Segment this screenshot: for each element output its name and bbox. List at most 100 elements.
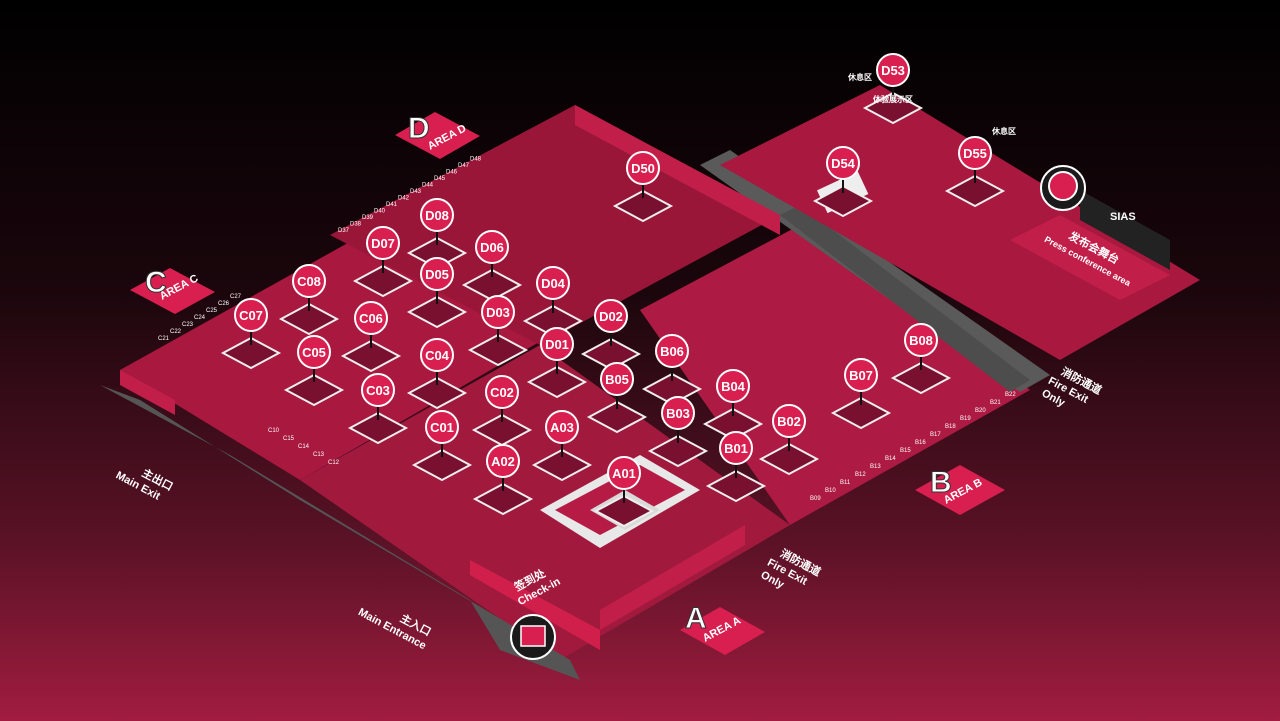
- booth-b08[interactable]: B08: [890, 323, 952, 395]
- booth-frame: [862, 91, 924, 125]
- booth-marker: [626, 151, 660, 185]
- booth-marker: [366, 226, 400, 260]
- stand-b17: B17: [930, 432, 941, 438]
- booth-c02[interactable]: C02: [471, 375, 533, 447]
- floor-area-b: [640, 225, 1030, 525]
- stand-b10: B10: [825, 488, 836, 494]
- booth-frame: [890, 361, 952, 395]
- area-d-letter: D: [408, 112, 430, 145]
- zone-exp: 体验展示区: [873, 94, 913, 104]
- booth-label: B06: [660, 344, 684, 359]
- booth-label: D08: [425, 208, 449, 223]
- booth-b05[interactable]: B05: [586, 362, 648, 434]
- booth-marker: [354, 301, 388, 335]
- booth-c05[interactable]: C05: [283, 335, 345, 407]
- zone-side: 休息区: [991, 126, 1016, 136]
- booth-frame: [593, 494, 655, 528]
- wall-back: [575, 105, 780, 235]
- booth-marker: [481, 295, 515, 329]
- booth-frame: [471, 413, 533, 447]
- booth-a01[interactable]: A01: [593, 456, 655, 528]
- area-d-badge: D AREA D: [395, 112, 480, 159]
- stand-d44: D44: [422, 183, 434, 189]
- booth-c06[interactable]: C06: [340, 301, 402, 373]
- booth-marker: [234, 298, 268, 332]
- stand-c14: C14: [298, 444, 310, 450]
- area-b-letter: B: [930, 466, 952, 499]
- stand-b19: B19: [960, 416, 971, 422]
- booth-label: C08: [297, 274, 321, 289]
- area-c-letter: C: [145, 266, 167, 299]
- stand-c23: C23: [182, 322, 194, 328]
- booth-b04[interactable]: B04: [702, 369, 764, 441]
- booth-marker: [420, 338, 454, 372]
- booth-d06[interactable]: D06: [461, 230, 523, 302]
- booth-b02[interactable]: B02: [758, 404, 820, 476]
- booth-b06[interactable]: B06: [641, 334, 703, 406]
- stand-b13: B13: [870, 464, 881, 470]
- booth-frame: [580, 337, 642, 371]
- booth-frame: [340, 339, 402, 373]
- wall-press: [1080, 190, 1170, 270]
- booth-marker: [536, 266, 570, 300]
- booth-frame: [830, 396, 892, 430]
- booth-marker: [485, 375, 519, 409]
- booth-label: C01: [430, 420, 454, 435]
- booth-marker: [904, 323, 938, 357]
- booth-b03[interactable]: B03: [647, 396, 709, 468]
- booth-d07[interactable]: D07: [352, 226, 414, 298]
- gift-box: [520, 625, 546, 647]
- booth-b07[interactable]: B07: [830, 358, 892, 430]
- booth-d05[interactable]: D05: [406, 257, 468, 329]
- wheel-inner: [1048, 171, 1078, 201]
- stand-d43: D43: [410, 189, 422, 195]
- booth-marker: [876, 53, 910, 87]
- booth-label: B04: [721, 379, 746, 394]
- wall-a-right: [600, 525, 745, 630]
- booth-d03[interactable]: D03: [467, 295, 529, 367]
- booth-label: D50: [631, 161, 655, 176]
- booth-b01[interactable]: B01: [705, 431, 767, 503]
- booth-d54[interactable]: D54: [812, 146, 874, 218]
- booth-c08[interactable]: C08: [278, 264, 340, 336]
- booth-d04[interactable]: D04: [522, 266, 584, 338]
- booth-label: C07: [239, 308, 263, 323]
- booth-c01[interactable]: C01: [411, 410, 473, 482]
- booth-d08[interactable]: D08: [406, 198, 468, 270]
- booth-marker: [826, 146, 860, 180]
- booth-marker: [297, 335, 331, 369]
- booth-c04[interactable]: C04: [406, 338, 468, 410]
- booth-c03[interactable]: C03: [347, 373, 409, 445]
- booth-frame: [812, 184, 874, 218]
- booth-label: B02: [777, 414, 801, 429]
- booth-d01[interactable]: D01: [526, 327, 588, 399]
- booth-label: B05: [605, 372, 629, 387]
- booth-frame: [406, 295, 468, 329]
- booth-frame: [522, 304, 584, 338]
- booth-marker: [292, 264, 326, 298]
- booth-marker: [716, 369, 750, 403]
- stand-d38: D38: [350, 222, 362, 228]
- area-a-badge: A AREA A: [680, 602, 765, 655]
- area-b-badge: B AREA B: [915, 465, 1005, 515]
- booth-frame: [411, 448, 473, 482]
- booth-frame: [406, 376, 468, 410]
- booth-d50[interactable]: D50: [612, 151, 674, 223]
- booth-a02[interactable]: A02: [472, 444, 534, 516]
- booth-label: C04: [425, 348, 450, 363]
- booth-d55[interactable]: D55: [944, 136, 1006, 208]
- stand-b12: B12: [855, 472, 866, 478]
- booth-marker: [361, 373, 395, 407]
- stand-c10: C10: [268, 428, 280, 434]
- booth-d02[interactable]: D02: [580, 299, 642, 371]
- booth-a03[interactable]: A03: [531, 410, 593, 482]
- stand-d46: D46: [446, 170, 458, 176]
- booth-label: D55: [963, 146, 987, 161]
- booth-marker: [719, 431, 753, 465]
- booth-c07[interactable]: C07: [220, 298, 282, 370]
- booth-label: B08: [909, 333, 933, 348]
- booth-d53[interactable]: D53: [862, 53, 924, 125]
- booth-marker: [475, 230, 509, 264]
- main-entrance-label: 主入口 Main Entrance: [356, 606, 434, 652]
